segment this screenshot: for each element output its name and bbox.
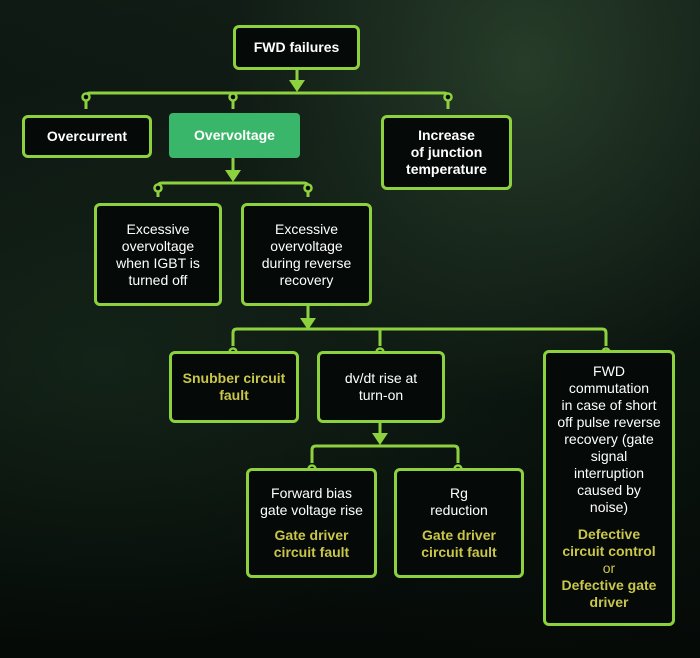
node-fwd-line-5: recovery (gate bbox=[564, 431, 654, 447]
node-fwd-fault-3: Defective gate bbox=[561, 577, 657, 593]
node-fwd-line-8: caused by bbox=[577, 482, 641, 498]
node-fwd-or: or bbox=[602, 560, 616, 576]
node-snubber-circuit-fault: Snubber circuit fault bbox=[169, 351, 299, 423]
node-overcurrent: Overcurrent bbox=[22, 115, 152, 158]
node-fb-fault-2: circuit fault bbox=[273, 544, 350, 560]
node-fwd-fault-1: Defective bbox=[577, 526, 641, 542]
node-dvdt-line-1: dv/dt rise at bbox=[344, 370, 418, 386]
node-fwd-line-6: signal bbox=[590, 448, 628, 464]
node-fb-line-2: gate voltage rise bbox=[260, 502, 363, 518]
node-fwd-line-2: commutation bbox=[568, 380, 650, 396]
node-fwd-line-4: off pulse reverse bbox=[557, 414, 661, 430]
node-fwd-commutation: FWD commutation in case of short off pul… bbox=[543, 350, 675, 626]
node-reverse-line-2: overvoltage bbox=[270, 237, 343, 254]
node-reverse-line-4: recovery bbox=[279, 271, 334, 288]
node-igbt-line-2: overvoltage bbox=[121, 237, 195, 254]
node-forward-bias: Forward bias gate voltage rise Gate driv… bbox=[246, 468, 377, 578]
node-rg-fault-1: Gate driver bbox=[422, 527, 496, 543]
node-fwd-line-9: noise) bbox=[589, 499, 629, 515]
node-overvoltage: Overvoltage bbox=[169, 113, 300, 158]
node-fwd-fault-2: circuit control bbox=[562, 543, 656, 559]
node-excessive-overvoltage-reverse: Excessive overvoltage during reverse rec… bbox=[241, 203, 372, 306]
node-fwd-failures: FWD failures bbox=[233, 25, 360, 70]
node-fwd-line-1: FWD bbox=[593, 363, 625, 379]
node-overvoltage-label: Overvoltage bbox=[194, 127, 275, 143]
node-igbt-line-4: turned off bbox=[128, 271, 188, 288]
node-junction-line-2: of junction bbox=[410, 144, 483, 160]
node-excessive-overvoltage-igbt: Excessive overvoltage when IGBT is turne… bbox=[94, 203, 222, 306]
node-reverse-line-1: Excessive bbox=[274, 220, 339, 237]
node-igbt-line-1: Excessive bbox=[126, 220, 190, 237]
node-dvdt-rise: dv/dt rise at turn-on bbox=[317, 351, 445, 423]
node-igbt-line-3: when IGBT is bbox=[116, 254, 200, 271]
node-fwd-line-3: in case of short bbox=[561, 397, 657, 413]
node-junction-line-3: temperature bbox=[406, 161, 487, 177]
node-junction-temperature: Increase of junction temperature bbox=[381, 115, 512, 190]
node-snubber-line-1: Snubber circuit bbox=[182, 370, 286, 386]
node-rg-reduction: Rg reduction Gate driver circuit fault bbox=[394, 468, 524, 578]
node-snubber-line-2: fault bbox=[219, 387, 249, 403]
node-fb-line-1: Forward bias bbox=[271, 485, 352, 501]
node-dvdt-line-2: turn-on bbox=[358, 387, 404, 403]
node-rg-line-2: reduction bbox=[430, 502, 488, 518]
node-fwd-line-7: interruption bbox=[573, 465, 645, 481]
node-fb-fault-1: Gate driver bbox=[274, 527, 349, 543]
node-fwd-failures-label: FWD failures bbox=[253, 39, 340, 55]
node-junction-line-1: Increase bbox=[418, 127, 475, 143]
node-fwd-fault-4: driver bbox=[589, 594, 629, 610]
node-rg-line-1: Rg bbox=[450, 485, 468, 501]
node-overcurrent-label: Overcurrent bbox=[46, 128, 128, 144]
node-rg-fault-2: circuit fault bbox=[421, 544, 497, 560]
node-reverse-line-3: during reverse bbox=[261, 254, 352, 271]
